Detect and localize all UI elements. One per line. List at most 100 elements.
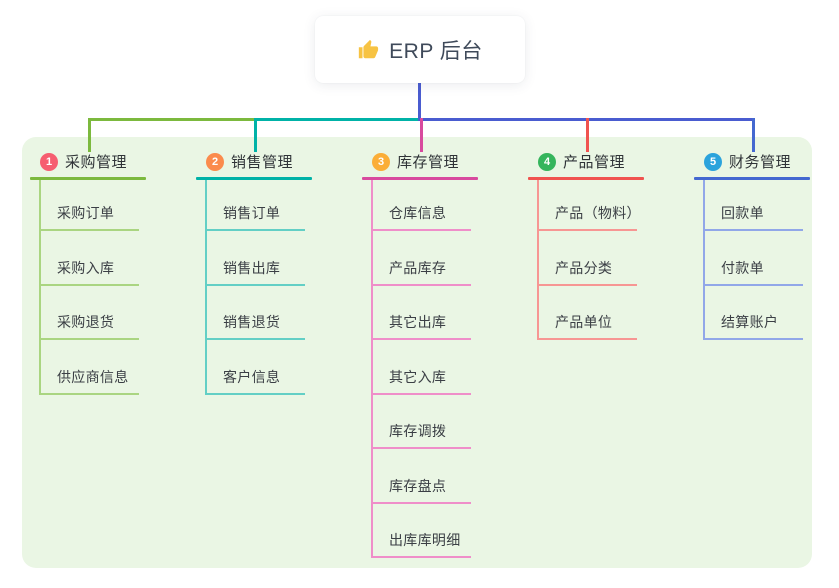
branch-number-badge: 3 xyxy=(372,152,390,171)
child-node-label: 产品（物料） xyxy=(555,205,641,221)
child-underline xyxy=(41,338,139,340)
child-node[interactable]: 采购退货 xyxy=(41,286,139,340)
child-underline xyxy=(41,229,139,231)
rail-segment-left xyxy=(87,118,255,121)
child-node-label: 采购入库 xyxy=(57,259,115,276)
branch-drop-line-2 xyxy=(253,118,257,152)
child-underline xyxy=(373,283,471,286)
branch-underline xyxy=(528,177,644,180)
child-underline xyxy=(373,229,471,231)
branch-children: 回款单 付款单 结算账户 xyxy=(703,180,803,340)
branches-panel xyxy=(22,137,812,568)
child-node[interactable]: 产品分类 xyxy=(539,231,637,286)
child-node[interactable]: 产品库存 xyxy=(373,231,471,286)
child-node[interactable]: 销售出库 xyxy=(207,231,305,286)
child-underline xyxy=(207,229,305,231)
child-node[interactable]: 结算账户 xyxy=(705,286,803,340)
branch-drop-line-5 xyxy=(751,118,755,152)
branch-number-badge: 4 xyxy=(538,152,556,171)
root-node[interactable]: ERP 后台 xyxy=(315,16,525,83)
child-underline xyxy=(41,392,139,395)
child-node-label: 其它入库 xyxy=(389,368,447,385)
branch-库存管理: 3 库存管理 仓库信息 产品库存 其它出库 其它入库 库存调拨 库存盘点 出库库… xyxy=(362,146,478,558)
child-node[interactable]: 库存调拨 xyxy=(373,395,471,449)
child-underline xyxy=(41,283,139,286)
child-underline xyxy=(207,392,305,395)
root-node-label: ERP 后台 xyxy=(389,39,483,63)
branch-number-badge: 1 xyxy=(40,152,58,171)
child-node[interactable]: 其它入库 xyxy=(373,340,471,395)
child-node[interactable]: 其它出库 xyxy=(373,286,471,340)
child-node-label: 其它出库 xyxy=(389,314,447,330)
branch-header[interactable]: 1 采购管理 xyxy=(30,146,146,177)
child-node-label: 客户信息 xyxy=(223,368,281,385)
child-node[interactable]: 采购入库 xyxy=(41,231,139,286)
child-node-label: 产品单位 xyxy=(555,314,613,330)
child-underline xyxy=(539,338,637,340)
child-node[interactable]: 供应商信息 xyxy=(41,340,139,395)
child-node[interactable]: 产品（物料） xyxy=(539,180,641,231)
branch-number-badge: 2 xyxy=(206,152,224,171)
child-underline xyxy=(705,338,803,340)
branch-header[interactable]: 5 财务管理 xyxy=(694,146,810,177)
child-node-label: 销售订单 xyxy=(223,205,281,221)
branch-number-badge: 5 xyxy=(704,152,722,171)
child-node[interactable]: 销售退货 xyxy=(207,286,305,340)
branch-underline xyxy=(694,177,810,180)
branch-采购管理: 1 采购管理 采购订单 采购入库 采购退货 供应商信息 xyxy=(30,146,146,395)
child-node-label: 采购退货 xyxy=(57,314,115,330)
child-node-label: 销售退货 xyxy=(223,314,281,330)
branch-drop-line-4 xyxy=(585,118,589,152)
branch-drop-line-1 xyxy=(87,118,91,152)
branch-underline xyxy=(30,177,146,180)
child-node[interactable]: 库存盘点 xyxy=(373,449,471,504)
child-underline xyxy=(539,283,637,286)
child-node[interactable]: 产品单位 xyxy=(539,286,637,340)
child-node[interactable]: 仓库信息 xyxy=(373,180,471,231)
branch-label: 采购管理 xyxy=(65,154,128,171)
child-node-label: 供应商信息 xyxy=(57,368,129,385)
child-node[interactable]: 出库库明细 xyxy=(373,504,471,558)
branch-财务管理: 5 财务管理 回款单 付款单 结算账户 xyxy=(694,146,810,340)
child-underline xyxy=(705,283,803,286)
branch-underline xyxy=(196,177,312,180)
branch-children: 销售订单 销售出库 销售退货 客户信息 xyxy=(205,180,305,395)
root-trunk-line xyxy=(418,83,421,121)
child-node-label: 销售出库 xyxy=(223,259,281,276)
child-node-label: 回款单 xyxy=(721,205,764,221)
child-node-label: 结算账户 xyxy=(721,314,779,330)
child-node[interactable]: 回款单 xyxy=(705,180,803,231)
child-node[interactable]: 付款单 xyxy=(705,231,803,286)
branch-label: 产品管理 xyxy=(563,154,626,171)
child-underline xyxy=(207,338,305,340)
rail-segment-mid xyxy=(253,118,420,121)
branch-children: 产品（物料） 产品分类 产品单位 xyxy=(537,180,641,340)
child-underline xyxy=(373,556,471,558)
branch-header[interactable]: 4 产品管理 xyxy=(528,146,644,177)
branch-header[interactable]: 2 销售管理 xyxy=(196,146,312,177)
branch-销售管理: 2 销售管理 销售订单 销售出库 销售退货 客户信息 xyxy=(196,146,312,395)
branch-drop-line-3 xyxy=(419,118,423,152)
child-node-label: 采购订单 xyxy=(57,205,115,221)
child-underline xyxy=(373,338,471,340)
branch-label: 财务管理 xyxy=(729,154,792,171)
child-node[interactable]: 客户信息 xyxy=(207,340,305,395)
thumbs-up-icon xyxy=(357,39,379,61)
child-node-label: 付款单 xyxy=(721,259,764,276)
branch-产品管理: 4 产品管理 产品（物料） 产品分类 产品单位 xyxy=(528,146,644,340)
child-underline xyxy=(705,229,803,231)
branch-children: 仓库信息 产品库存 其它出库 其它入库 库存调拨 库存盘点 出库库明细 xyxy=(371,180,471,558)
child-node-label: 库存盘点 xyxy=(389,477,447,494)
branch-children: 采购订单 采购入库 采购退货 供应商信息 xyxy=(39,180,139,395)
child-underline xyxy=(373,447,471,449)
branch-label: 销售管理 xyxy=(231,154,294,171)
branch-header[interactable]: 3 库存管理 xyxy=(362,146,478,177)
child-node[interactable]: 采购订单 xyxy=(41,180,139,231)
child-underline xyxy=(373,501,471,504)
child-node[interactable]: 销售订单 xyxy=(207,180,305,231)
child-node-label: 产品分类 xyxy=(555,259,613,276)
child-underline xyxy=(373,392,471,395)
child-node-label: 仓库信息 xyxy=(389,205,447,221)
child-node-label: 库存调拨 xyxy=(389,423,447,439)
